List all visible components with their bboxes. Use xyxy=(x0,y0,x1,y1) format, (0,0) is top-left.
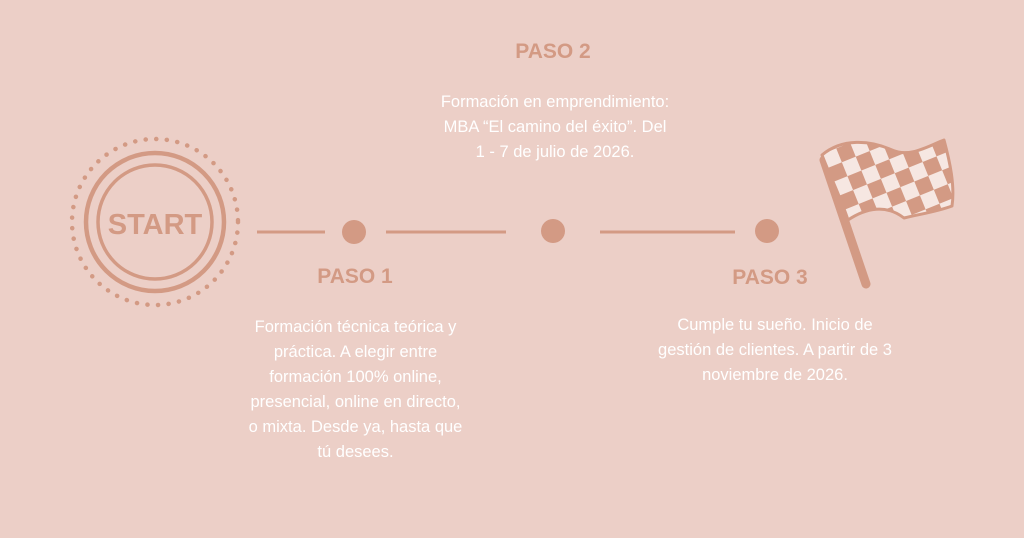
step-dot xyxy=(541,219,565,243)
start-label: START xyxy=(108,209,203,241)
step-2-title: PASO 2 xyxy=(515,40,591,63)
step-1-description: Formación técnica teórica y práctica. A … xyxy=(248,318,463,461)
start-badge-icon: START xyxy=(69,136,241,308)
step-dot xyxy=(342,220,366,244)
step-3-title: PASO 3 xyxy=(732,266,808,289)
step-1-title: PASO 1 xyxy=(317,265,393,288)
step-2-description: Formación en emprendimiento: MBA “El cam… xyxy=(440,93,670,161)
checkered-flag-icon xyxy=(819,138,955,289)
step-3-description: Cumple tu sueño. Inicio de gestión de cl… xyxy=(658,316,892,384)
step-dot xyxy=(755,219,779,243)
